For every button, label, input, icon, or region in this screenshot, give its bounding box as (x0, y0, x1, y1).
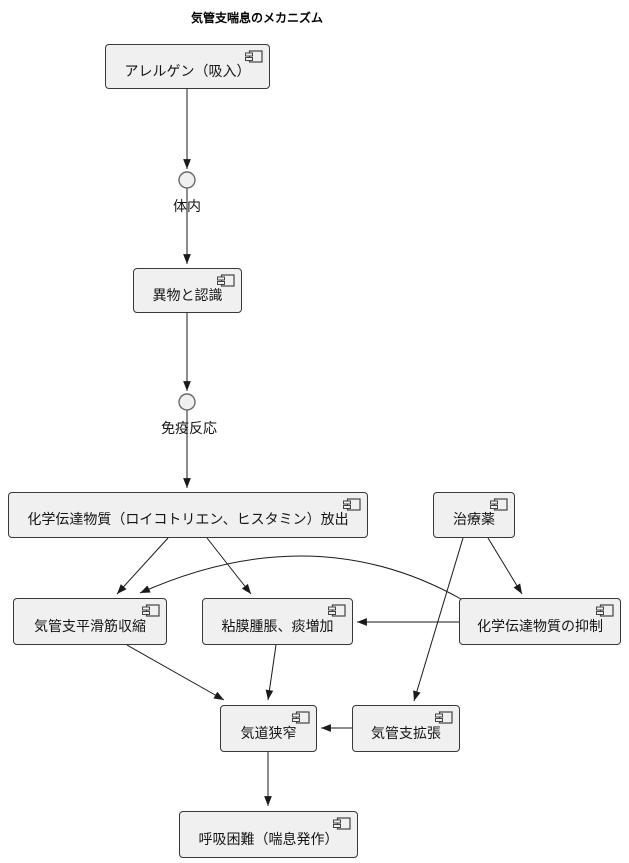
node-mediator-release: 化学伝達物質（ロイコトリエン、ヒスタミン）放出 (8, 492, 368, 538)
interface-label-immune: 免疫反応 (161, 420, 217, 436)
component-icon (292, 711, 310, 724)
node-treatment: 治療薬 (433, 492, 515, 538)
diagram-title: 気管支喘息のメカニズム (190, 11, 324, 25)
edge-contraction-narrowing (126, 644, 225, 701)
component-icon (142, 604, 160, 617)
node-allergen: アレルゲン（吸入） (105, 44, 270, 89)
component-icon (333, 817, 351, 830)
node-mediator-inhibition: 化学伝達物質の抑制 (459, 598, 621, 645)
component-icon (245, 50, 263, 63)
interface-circle-body (178, 171, 196, 189)
edge-treatment-inhibition (487, 537, 523, 595)
component-icon (328, 604, 346, 617)
component-icon (435, 711, 453, 724)
component-icon (490, 498, 508, 511)
interface-circles (178, 171, 196, 411)
node-label: 呼吸困難（喘息発作） (198, 830, 339, 847)
interface-circle-immune (178, 393, 196, 411)
node-airway-narrowing: 気道狭窄 (220, 705, 317, 752)
edge-release-swelling (206, 537, 252, 595)
edges (116, 88, 523, 806)
edge-inhibition-contraction-curve (139, 555, 462, 600)
component-icon (217, 274, 235, 287)
edge-swelling-narrowing (265, 644, 277, 701)
component-icon (343, 498, 361, 511)
interface-label-body: 体内 (173, 198, 201, 214)
edge-treatment-bronchodilation (413, 537, 464, 702)
node-bronchodilation: 気管支拡張 (352, 705, 460, 752)
node-mucosa-swelling: 粘膜腫脹、痰増加 (202, 598, 353, 645)
node-label: 化学伝達物質（ロイコトリエン、ヒスタミン）放出 (27, 511, 349, 527)
node-label: 気管支平滑筋収縮 (34, 617, 146, 634)
node-label: 異物と認識 (152, 286, 223, 303)
node-label: 粘膜腫脹、痰増加 (221, 617, 334, 634)
node-muscle-contraction: 気管支平滑筋収縮 (13, 598, 167, 645)
node-label: 化学伝達物質の抑制 (477, 617, 603, 634)
component-icon (596, 604, 614, 617)
node-label: 治療薬 (453, 511, 495, 527)
node-label: 気道狭窄 (240, 724, 297, 741)
node-dyspnea: 呼吸困難（喘息発作） (179, 811, 358, 858)
node-recognition: 異物と認識 (133, 268, 242, 313)
edge-release-contraction (116, 537, 169, 595)
node-label: 気管支拡張 (371, 724, 441, 741)
node-label: アレルゲン（吸入） (124, 62, 251, 79)
